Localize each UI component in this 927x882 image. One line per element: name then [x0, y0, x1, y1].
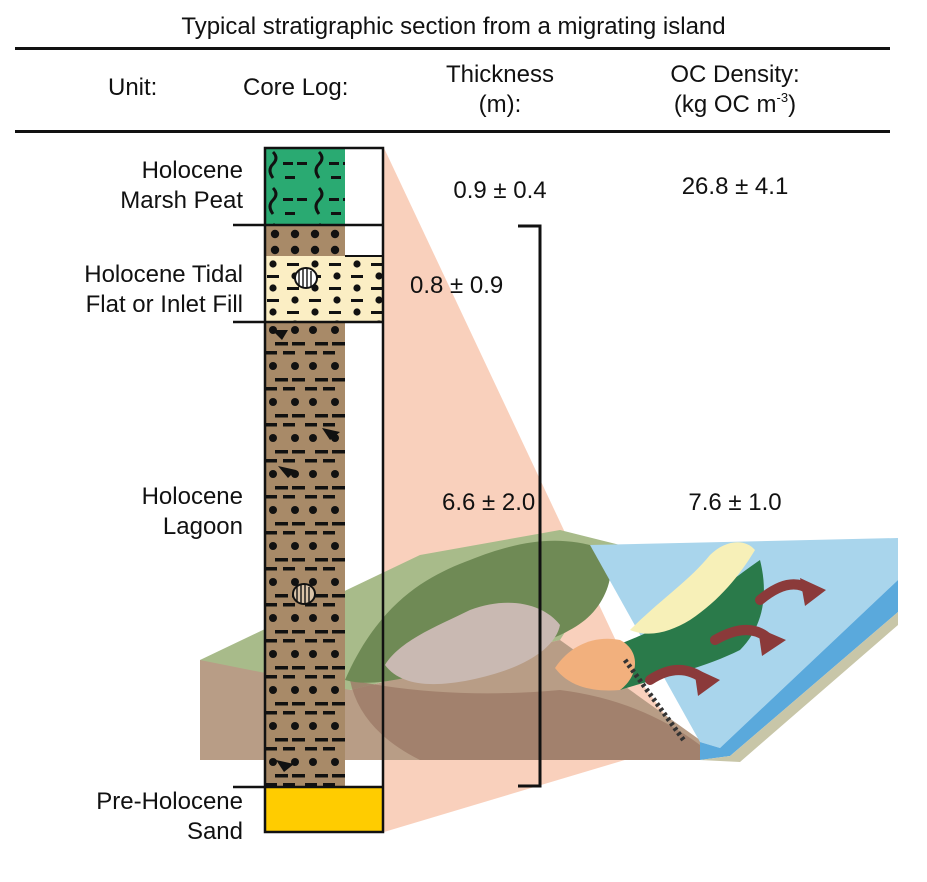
root-icon-1	[272, 330, 288, 340]
core-peat-texture	[265, 148, 345, 224]
oc-header-prefix: (kg OC m	[673, 91, 777, 118]
migration-arrowheads	[694, 578, 826, 696]
root-icon-2	[322, 428, 340, 440]
grey-lagoon-patch	[385, 602, 560, 685]
bracket-tidal-flat	[518, 224, 542, 528]
core-tidal-texture	[265, 256, 383, 322]
unit-label-line2: Lagoon	[162, 513, 243, 540]
unit-label-lagoon: Holocene Lagoon	[0, 482, 243, 542]
oc-header-line2: (kg OC m-3)	[625, 90, 845, 120]
shell-icon-tidal-ribs	[298, 269, 312, 288]
unit-label-line2: Marsh Peat	[120, 187, 243, 214]
core-sand	[265, 786, 383, 832]
barrier-dune	[630, 542, 755, 634]
oc-density-header: OC Density: (kg OC m-3)	[625, 60, 845, 120]
core-log	[233, 146, 385, 834]
core-log-outline	[263, 146, 385, 834]
lagoon-oc-value: 7.6 ± 1.0	[688, 489, 782, 516]
shell-icon-lagoon-ribs	[296, 585, 310, 604]
thickness-brackets	[518, 224, 542, 788]
lagoon-thickness-value: 6.6 ± 2.0	[442, 489, 536, 516]
oc-header-line1: OC Density:	[670, 61, 800, 88]
marsh-thickness-value: 0.9 ± 0.4	[453, 177, 547, 204]
unit-label-line1: Pre-Holocene	[96, 788, 243, 815]
unit-label-line1: Holocene	[141, 157, 243, 184]
migration-arrowhead-1	[800, 578, 826, 606]
block-core-marker	[622, 658, 688, 744]
root-icon-3	[278, 466, 296, 478]
unit-label-line2: Flat or Inlet Fill	[85, 291, 243, 318]
thickness-header: Thickness (m):	[410, 60, 590, 120]
core-lagoon-texture	[265, 322, 345, 786]
migration-arrowhead-2	[758, 628, 786, 656]
unit-label-line1: Holocene Tidal	[84, 261, 243, 288]
unit-label-pre-holocene-sand: Pre-Holocene Sand	[0, 787, 243, 847]
unit-label-line2: Sand	[186, 818, 243, 845]
root-icon-4	[276, 760, 294, 772]
thickness-header-line1: Thickness	[445, 61, 555, 88]
subsurface-layer	[350, 680, 700, 760]
unit-label-line1: Holocene	[141, 483, 243, 510]
thickness-header-line2: (m):	[478, 91, 522, 118]
tidal-thickness-value: 0.8 ± 0.9	[410, 272, 504, 299]
marsh-oc-value: 26.8 ± 4.1	[681, 173, 789, 200]
tidal-flat-surface	[555, 638, 635, 691]
oc-header-suffix: )	[788, 91, 797, 118]
top-rule	[15, 47, 890, 50]
migration-arrowhead-3	[694, 668, 720, 696]
core-lagoon-upper-dots	[265, 226, 345, 256]
bracket-lagoon	[518, 528, 542, 788]
figure-title: Typical stratigraphic section from a mig…	[181, 13, 726, 40]
core-log-header: Core Log:	[243, 74, 349, 101]
unit-label-marsh-peat: Holocene Marsh Peat	[0, 156, 243, 216]
unit-header: Unit:	[108, 74, 158, 101]
oc-header-exponent: -3	[776, 90, 789, 105]
header-rule	[15, 130, 890, 133]
unit-label-tidal-flat: Holocene Tidal Flat or Inlet Fill	[0, 260, 243, 320]
